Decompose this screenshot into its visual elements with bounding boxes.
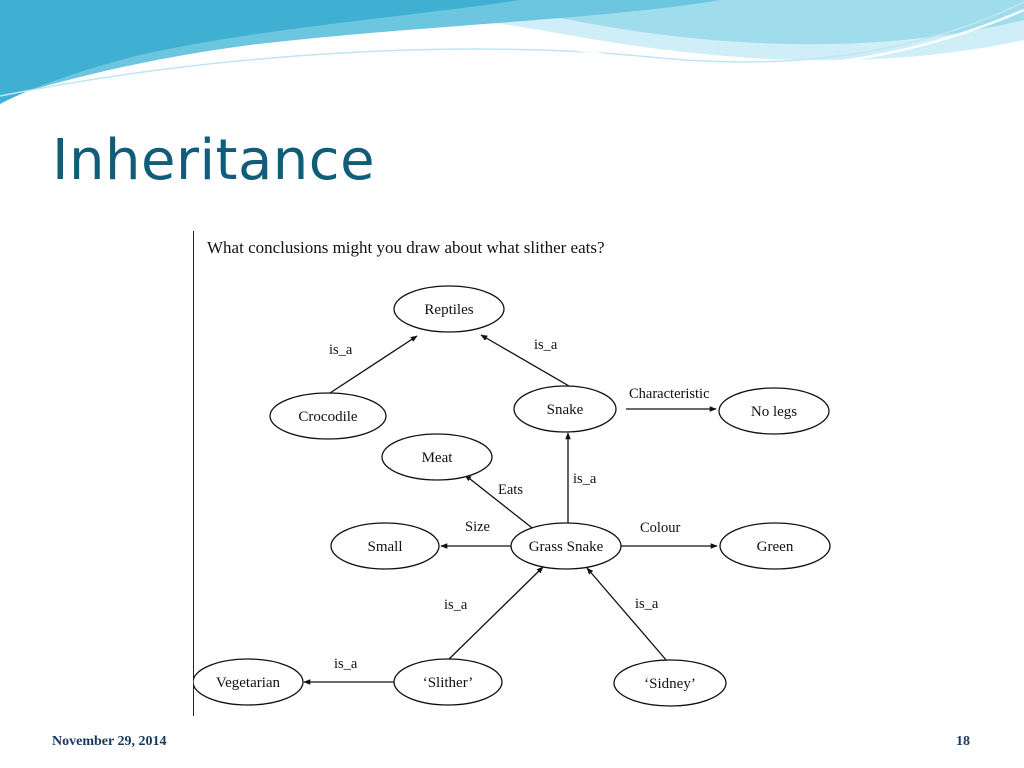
edge-label-sidney-grasssnake: is_a — [635, 596, 659, 612]
edge-snake-reptiles — [480, 334, 570, 387]
node-label: Snake — [547, 402, 584, 418]
edge-label-slither-vegetarian: is_a — [334, 656, 358, 672]
figure-left-rule — [193, 231, 194, 716]
node-label: Vegetarian — [216, 675, 281, 691]
edge-label-slither-grasssnake: is_a — [444, 597, 468, 613]
edge-label-grasssnake-snake: is_a — [573, 471, 597, 487]
node-green: Green — [719, 522, 831, 570]
node-slither: ‘Slither’ — [393, 658, 503, 706]
header-wave-decoration — [0, 0, 1024, 110]
node-label: Crocodile — [298, 409, 357, 425]
node-grass-snake: Grass Snake — [510, 522, 622, 570]
edge-label-snake-nolegs: Characteristic — [629, 386, 710, 402]
edge-label-grasssnake-green: Colour — [640, 520, 680, 536]
node-crocodile: Crocodile — [269, 392, 387, 440]
node-small: Small — [330, 522, 440, 570]
node-label: Green — [757, 539, 794, 555]
semantic-network-diagram: What conclusions might you draw about wh… — [193, 238, 831, 707]
edge-label-grasssnake-small: Size — [465, 519, 490, 535]
node-meat: Meat — [381, 433, 493, 481]
node-reptiles: Reptiles — [393, 285, 505, 333]
edge-label-grasssnake-meat: Eats — [498, 482, 523, 498]
diagram-edges — [303, 334, 718, 685]
node-snake: Snake — [513, 385, 617, 433]
node-vegetarian: Vegetarian — [193, 658, 304, 706]
diagram-question: What conclusions might you draw about wh… — [207, 238, 605, 257]
footer-date: November 29, 2014 — [52, 734, 167, 749]
node-sidney: ‘Sidney’ — [613, 659, 727, 707]
edge-grasssnake-meat — [464, 474, 537, 532]
figure-panel — [193, 229, 845, 716]
edge-sidney-grasssnake — [586, 567, 668, 662]
edge-label-crocodile-reptiles: is_a — [329, 342, 353, 358]
node-label: Small — [367, 539, 402, 555]
node-label: Reptiles — [424, 302, 473, 318]
node-label: No legs — [751, 404, 797, 420]
node-label: Meat — [422, 450, 454, 466]
node-no-legs: No legs — [718, 387, 830, 435]
edge-crocodile-reptiles — [329, 335, 418, 394]
node-label: Grass Snake — [529, 539, 604, 555]
node-label: ‘Slither’ — [423, 675, 474, 691]
node-label: ‘Sidney’ — [644, 676, 696, 692]
edge-label-snake-reptiles: is_a — [534, 337, 558, 353]
edge-slither-grasssnake — [445, 566, 544, 663]
footer-page-number: 18 — [956, 734, 970, 749]
slide-title: Inheritance — [52, 128, 376, 193]
